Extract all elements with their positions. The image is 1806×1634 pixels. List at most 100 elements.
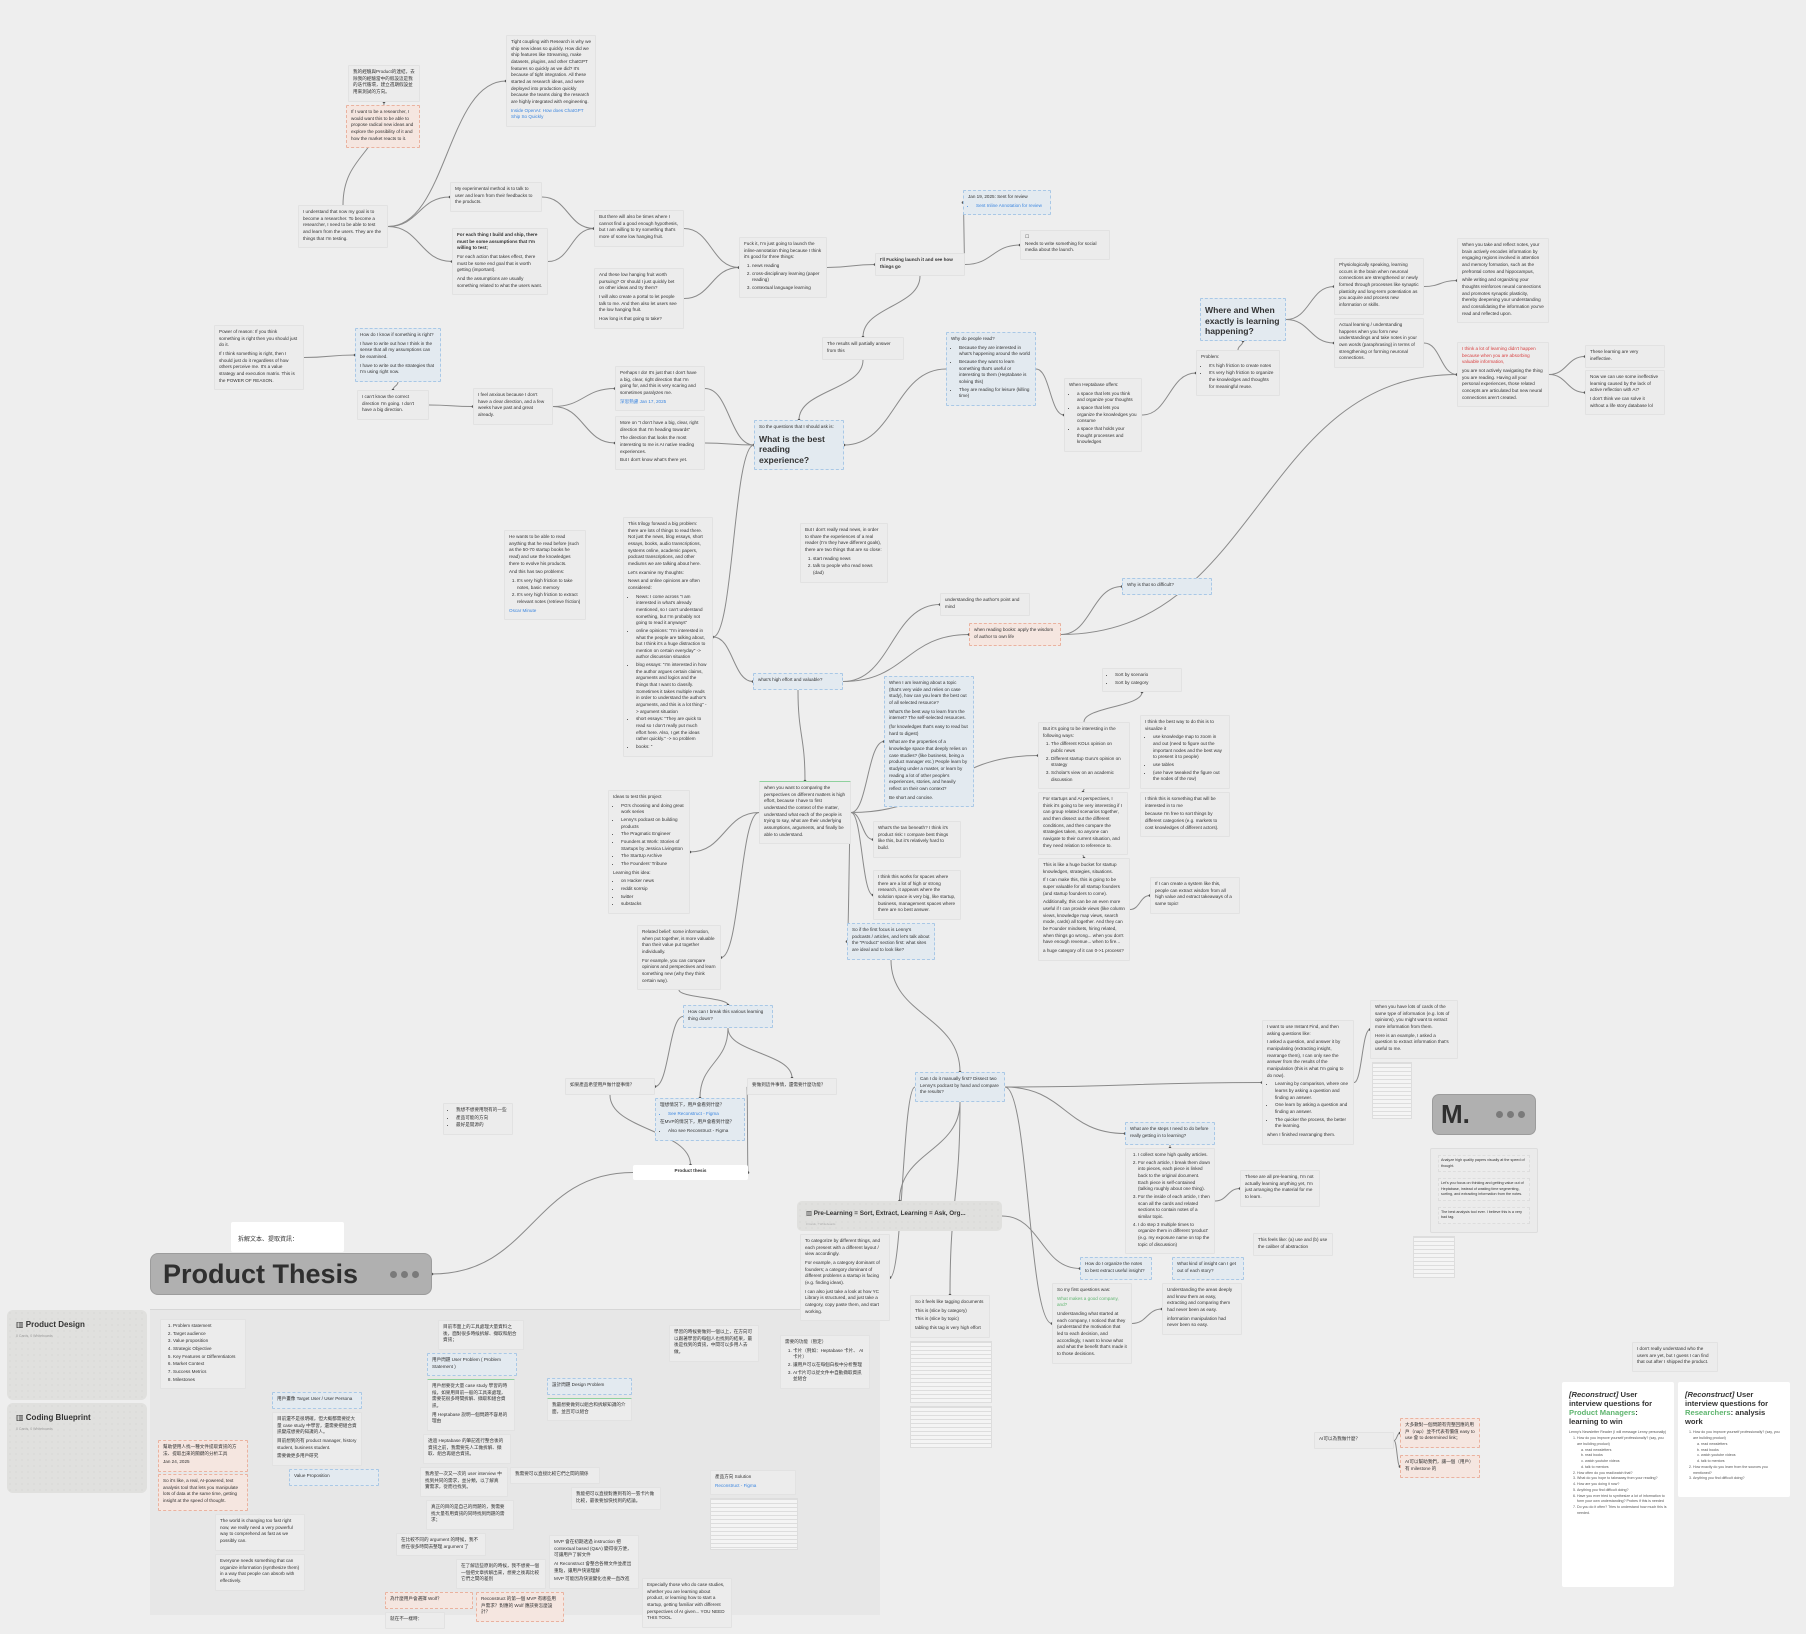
card-howdo[interactable]: How do I know if something is right?I ha…	[355, 328, 441, 382]
card-when[interactable]: When I am learning about a topic (that's…	[884, 676, 974, 808]
card-target2[interactable]: 目前還不是很明確，但大概都需要從大量 case study 中學習，還需要把組合…	[272, 1412, 362, 1466]
card-ifcreate[interactable]: If I can create a system like this, peop…	[1150, 877, 1240, 914]
card-link[interactable]: Inside OpenAI: How does ChatGPT Ship So …	[511, 107, 584, 120]
card-whatkind[interactable]: What kind of insight can I get out of ea…	[1172, 1257, 1244, 1281]
card-understand[interactable]: understanding the author's point and min…	[940, 593, 1030, 617]
card-feels[interactable]: This feels like: (a) use and (b) use the…	[1253, 1233, 1333, 1257]
card-but2[interactable]: But I don't really read news, in order t…	[800, 523, 888, 583]
card-social[interactable]: ☐ Needs to write something for social me…	[1020, 230, 1110, 260]
list-item[interactable]: Sent Inline Annotation for review	[976, 203, 1046, 210]
card-collect[interactable]: I collect some high quality articles.For…	[1125, 1148, 1215, 1255]
card-thinkthis[interactable]: I think this is something that will be i…	[1140, 792, 1230, 838]
card-andnew[interactable]: And these low hanging fruit worth pursui…	[594, 268, 684, 329]
whiteboard-card-product-design[interactable]: ▥ Product Design 0 Cards, 0 Whiteboards	[7, 1310, 147, 1400]
card-argument[interactable]: 在比較不同的 argument 的時候，我不想在很多時間去整理 argument…	[396, 1533, 486, 1557]
card-zhhepta[interactable]: 透過 Heptabase 的筆記進行整合後的資訊之前，我需要先人工做拆解、擷取、…	[423, 1434, 511, 1464]
interview-questions-card-researchers[interactable]: [Reconstruct] User interview questions f…	[1678, 1382, 1790, 1497]
card-ithink[interactable]: I think this works for spaces where ther…	[873, 870, 961, 920]
more-options-icon[interactable]	[1496, 1111, 1525, 1118]
card-ideas[interactable]: Ideas to test this projectPG's choosing …	[608, 790, 690, 914]
card-target[interactable]: 用戶畫像 Target User / User Persona	[272, 1392, 362, 1409]
card-sort[interactable]: Sort by scenarioSort by category	[1102, 668, 1182, 693]
m-section-card[interactable]: M.	[1432, 1094, 1536, 1135]
card-zhlearn[interactable]: 學習的時候要做到一個以上，在方向可以跟著學習的每個人也找到的結果，最後是找到的資…	[669, 1325, 759, 1362]
card-zhq3[interactable]: 要做到這件事情，還需要什麼功能？	[747, 1078, 837, 1095]
card-startups[interactable]: For startups and AI perspectives, I thin…	[1038, 792, 1128, 856]
card-nowthink[interactable]: I think a lot of learning didn't happen …	[1457, 342, 1549, 408]
card-iwant[interactable]: I want to use Instant Find, and then ask…	[1262, 1020, 1354, 1145]
card-preall[interactable]: These are all pre-learning, I'm not actu…	[1240, 1170, 1320, 1207]
card-zhright[interactable]: AI可以為我做什麼？	[1314, 1432, 1394, 1449]
card-power[interactable]: Power of reason: If you think something …	[214, 325, 304, 391]
card-steps[interactable]: What are the steps I need to do before r…	[1125, 1122, 1215, 1146]
card-designprob2[interactable]: 我最想要做到以組合和拆解知識的介面，並且可以組合	[547, 1398, 632, 1422]
card-zhneed[interactable]: 在了解這些原則的時候，我不想要一個一個把文章拆解出來，想要之後再比較它們之間的差…	[456, 1559, 546, 1589]
card-zhgoal[interactable]: 真正的目的是自己的問題的，我需要找大量有用資訊的同時找到問題的需求；	[426, 1500, 514, 1530]
card-method[interactable]: My experimental method is to talk to use…	[450, 182, 542, 212]
card-feel[interactable]: I feel anxious because I don't have a cl…	[473, 388, 553, 425]
card-zhrecon2[interactable]: MVP 會在初期透過 instruction 把 contextual base…	[549, 1535, 639, 1589]
card-why[interactable]: Why do people read?Because they are inte…	[946, 332, 1036, 406]
card-zh1[interactable]: 我的經驗與Product的連結，去除我的經驗當中的假設這是我的迭代循環，建立週期…	[348, 65, 420, 102]
card-red2[interactable]: AI可以幫助我們，讓一個（用戶）有 milestone 的	[1400, 1455, 1480, 1479]
card-red1[interactable]: 大多數對一個問題有完整回應的用戶（nap）並不代表有價值 easy to use…	[1400, 1418, 1480, 1448]
product-thesis-section-card[interactable]: Product Thesis	[150, 1253, 432, 1295]
card-where[interactable]: Where and When exactly is learning happe…	[1200, 298, 1286, 342]
card-actual[interactable]: Actual learning / understanding happens …	[1334, 318, 1424, 368]
interview-questions-card-pm[interactable]: [Reconstruct] User interview questions f…	[1562, 1382, 1674, 1587]
card-fuck[interactable]: Fuck it, I'm just going to launch the in…	[739, 237, 827, 298]
card-whydiff[interactable]: Why is that so difficult?	[1122, 578, 1212, 595]
card-whenyou[interactable]: When you take and reflect notes, your br…	[1457, 238, 1549, 324]
card-related[interactable]: Related belief: some information, when p…	[637, 925, 721, 991]
card-howorg[interactable]: How do I organize the notes to best extr…	[1080, 1257, 1152, 1281]
card-tight[interactable]: Tight coupling with Research is why we s…	[506, 35, 596, 127]
card-thinkbest[interactable]: I think the best way to do this is to vi…	[1140, 715, 1230, 789]
whiteboard-card-coding-blueprint[interactable]: ▥ Coding Blueprint 0 Cards, 0 Whiteboard…	[7, 1403, 147, 1493]
card-zhcompare[interactable]: 我需要可以直接比較它們之間的關係	[510, 1467, 600, 1484]
checkbox[interactable]: ☐	[1025, 234, 1030, 239]
card-zhrecon[interactable]: Reconstruct 的第一個 MVP 有哪些用戶需求？對應的 Wolf 應該…	[476, 1592, 564, 1622]
card-zhwhy[interactable]: 為什麼用戶會選擇 Wolf？	[385, 1592, 473, 1609]
card-jan[interactable]: Jan 19, 2025: Sent for reviewSent Inline…	[963, 190, 1051, 216]
card-these[interactable]: These learning are very ineffective.	[1585, 345, 1665, 369]
more-options-icon[interactable]	[390, 1271, 419, 1278]
note-card-extract-info[interactable]: 拆解文本、提取資訊：	[231, 1222, 344, 1252]
card-best[interactable]: So the questions that I should ask is:Wh…	[754, 420, 844, 470]
card-now[interactable]: Now we can use some ineffective learning…	[1585, 370, 1665, 416]
card-more[interactable]: More on "I don't have a big, clear, righ…	[615, 416, 705, 470]
card-zhq2[interactable]: 理想情況下，用戶會看到什麼？See Reconstruct - Figma在MV…	[655, 1098, 745, 1141]
card-apply[interactable]: when reading books: apply the wisdom of …	[969, 623, 1061, 647]
whiteboard-card-pre-learning[interactable]: ▥ Pre-Learning = Sort, Extract, Learning…	[797, 1201, 1002, 1231]
card-zhinfo[interactable]: 我能把可以直接對應到有的一張卡片做比較，最後要加快找到的結論。	[571, 1487, 661, 1511]
card-link[interactable]: 深思熟慮 Jan 17, 2025	[620, 398, 667, 404]
card-but3[interactable]: But it's going to be interesting in the …	[1038, 722, 1130, 790]
card-assume[interactable]: For each thing I build and ship, there m…	[452, 228, 548, 296]
analyze-card[interactable]: Analyze high quality papers visually at …	[1430, 1148, 1538, 1233]
card-zhinterview[interactable]: 我希望一次又一次的 user interview 中找到共同的需求，並分類，以了…	[420, 1467, 508, 1497]
card-understand2[interactable]: Understanding the areas deeply and know …	[1162, 1283, 1242, 1335]
card-goal[interactable]: I understand that now my goal is to beco…	[298, 205, 388, 249]
card-idont[interactable]: I don't really understand who the users …	[1632, 1342, 1718, 1372]
card-huge[interactable]: This is like a huge bucket for startup k…	[1038, 858, 1130, 961]
card-but[interactable]: But there will also be times where I can…	[594, 210, 684, 247]
card-whats[interactable]: What's the tan beneath? I think it's pro…	[873, 821, 961, 858]
card-higheff[interactable]: what's high effort and valuable?	[753, 673, 843, 690]
card-zhanother[interactable]: 就在不一樣時：	[385, 1612, 445, 1629]
card-soitslike[interactable]: So it's like, a real, AI-powered, text a…	[158, 1474, 248, 1511]
card-whenhap[interactable]: When Heptabase offers:a space that lets …	[1064, 378, 1142, 452]
card-firstq[interactable]: So my first questions was:What makes a g…	[1052, 1283, 1132, 1364]
card-problem[interactable]: Problem:It's high friction to create not…	[1196, 350, 1280, 397]
card-world[interactable]: The world is changing too fast right now…	[215, 1514, 305, 1551]
card-especially[interactable]: Especially those who do case studies, wh…	[642, 1578, 732, 1628]
card-results[interactable]: The results will partially answer from t…	[822, 337, 904, 361]
card-oscar[interactable]: He wants to be able to read anything tha…	[504, 530, 586, 621]
card-valueprop[interactable]: Value Proposition	[289, 1469, 379, 1486]
card-userprob[interactable]: 用戶問題 User Problem ( Problem Statement )	[427, 1353, 517, 1377]
card-everyone[interactable]: Everyone needs something that can organi…	[215, 1554, 305, 1591]
card-userprob2[interactable]: 用戶想要從大量 case study 學習的時候，如果用目前一般的工具來處理，需…	[427, 1379, 515, 1431]
card-link[interactable]: Reconstruct - Figma	[715, 1482, 757, 1488]
card-outline[interactable]: Problem statementTarget audienceValue pr…	[160, 1319, 246, 1390]
